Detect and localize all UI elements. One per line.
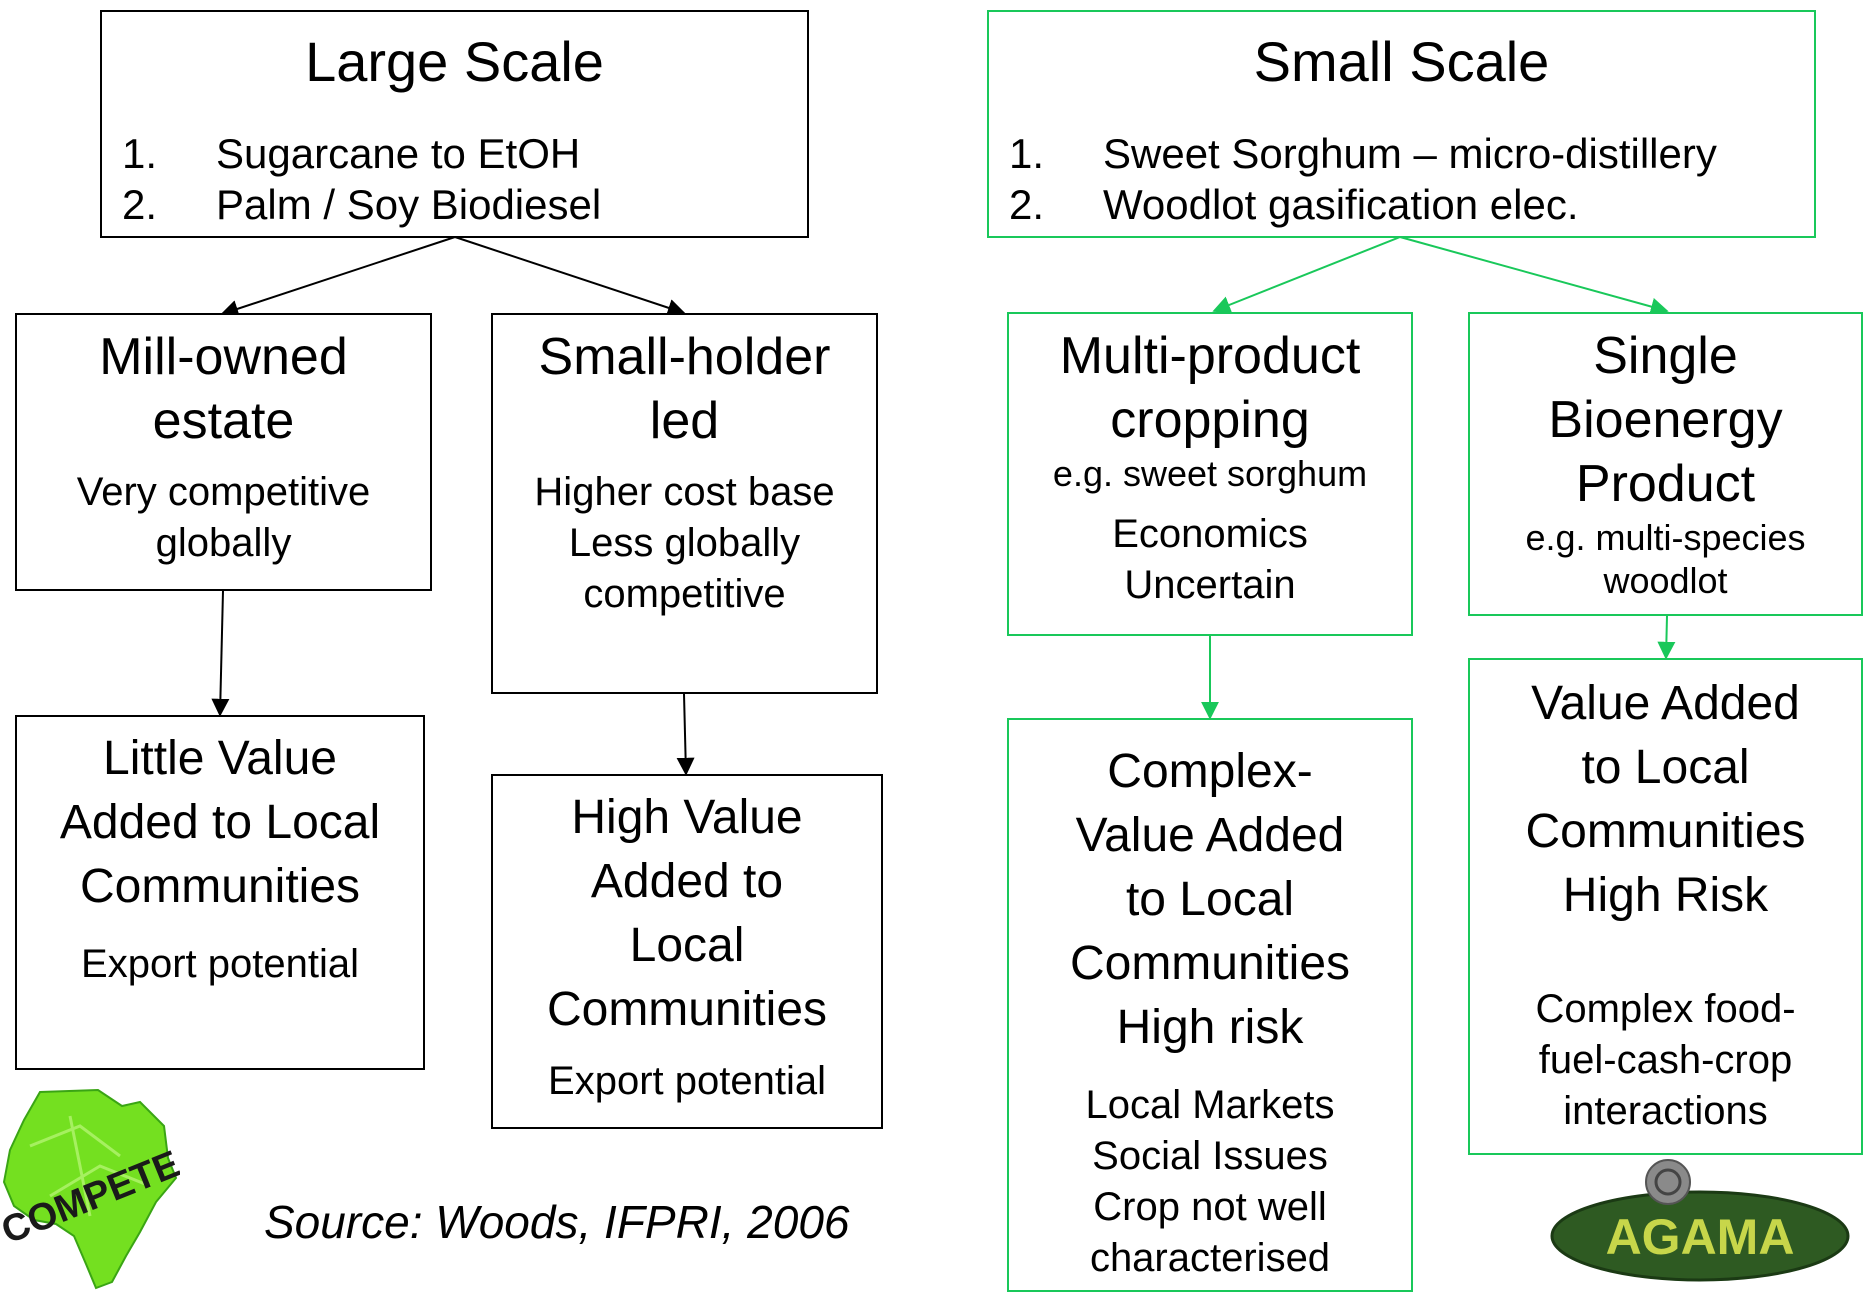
- node-description: Export potential: [81, 942, 359, 986]
- value-added-high-risk-box: Value Added to Local Communities High Ri…: [1468, 658, 1863, 1155]
- node-title: Value Added: [1075, 809, 1345, 862]
- node-title: to Local: [1581, 741, 1750, 794]
- node-title: Multi-product: [1059, 327, 1361, 385]
- large-scale-title: Large Scale: [305, 30, 604, 93]
- node-description: Less globally: [568, 521, 801, 565]
- node-title: High Value: [571, 791, 803, 844]
- node-title: High Risk: [1562, 869, 1769, 922]
- multi-product-cropping-box: Multi-product cropping e.g. sweet sorghu…: [1007, 312, 1413, 636]
- agama-logo-text: AGAMA: [1606, 1209, 1795, 1265]
- node-description: Crop not well: [1093, 1185, 1327, 1229]
- node-title: cropping: [1110, 391, 1310, 449]
- list-item: 2.Palm / Soy Biodiesel: [122, 181, 602, 228]
- node-description: characterised: [1089, 1236, 1331, 1280]
- node-description: Higher cost base: [534, 470, 835, 514]
- node-title: Communities: [546, 983, 828, 1036]
- node-description: Complex food-: [1535, 987, 1796, 1031]
- node-description: Very competitive: [76, 470, 371, 514]
- list-item: 2.Woodlot gasification elec.: [1009, 181, 1579, 228]
- node-title: estate: [152, 392, 295, 450]
- node-title: Small-holder: [538, 328, 831, 386]
- agama-energy-logo: AGAMA: [1540, 1152, 1860, 1297]
- arrow-mill-to-little-value: [211, 590, 230, 717]
- arrow-single-to-value-added: [1657, 615, 1676, 660]
- node-title: to Local: [1125, 873, 1295, 926]
- node-description: competitive: [583, 572, 786, 616]
- large-scale-box: Large Scale 1.Sugarcane to EtOH 2.Palm /…: [100, 10, 809, 238]
- node-title: Local: [629, 919, 745, 972]
- node-title: Communities: [1069, 937, 1351, 990]
- node-example: e.g. sweet sorghum: [1052, 453, 1368, 494]
- node-description: fuel-cash-crop: [1538, 1038, 1793, 1082]
- node-title: Added to: [590, 855, 784, 908]
- node-title: Single: [1593, 327, 1738, 385]
- node-title: Mill-owned: [99, 328, 348, 386]
- node-title: Little Value: [103, 732, 337, 785]
- arrow-smallholder-to-high-value: [676, 693, 695, 776]
- mill-owned-estate-box: Mill-owned estate Very competitive globa…: [15, 313, 432, 591]
- small-scale-box: Small Scale 1.Sweet Sorghum – micro-dist…: [987, 10, 1816, 238]
- small-scale-title: Small Scale: [1253, 30, 1550, 93]
- list-item: 1.Sugarcane to EtOH: [122, 130, 581, 177]
- arrow-large-to-mill: [220, 236, 456, 318]
- source-citation: Source: Woods, IFPRI, 2006: [264, 1196, 850, 1248]
- node-title: Bioenergy: [1548, 391, 1783, 449]
- node-title: Communities: [79, 860, 361, 913]
- node-description: globally: [155, 521, 292, 565]
- africa-map-logo: COMPETE: [0, 1086, 186, 1297]
- node-example: e.g. multi-species: [1525, 517, 1806, 558]
- arrow-small-to-single: [1399, 236, 1669, 316]
- little-value-added-box: Little Value Added to Local Communities …: [15, 715, 425, 1070]
- node-title: Communities: [1525, 805, 1806, 858]
- complex-value-added-box: Complex- Value Added to Local Communitie…: [1007, 718, 1413, 1292]
- node-description: Export potential: [548, 1059, 826, 1103]
- high-value-added-box: High Value Added to Local Communities Ex…: [491, 774, 883, 1129]
- list-item: 1.Sweet Sorghum – micro-distillery: [1009, 130, 1717, 177]
- small-holder-led-box: Small-holder led Higher cost base Less g…: [491, 313, 878, 694]
- node-description: Social Issues: [1092, 1134, 1328, 1178]
- single-bioenergy-product-box: Single Bioenergy Product e.g. multi-spec…: [1468, 312, 1863, 616]
- node-title: High risk: [1116, 1001, 1304, 1054]
- large-scale-list: 1.Sugarcane to EtOH 2.Palm / Soy Biodies…: [122, 128, 601, 230]
- node-description: Local Markets: [1085, 1083, 1335, 1127]
- node-description: Economics: [1112, 512, 1308, 556]
- arrow-large-to-smallholder: [454, 236, 686, 317]
- node-title: Added to Local: [59, 796, 381, 849]
- node-description: Uncertain: [1124, 563, 1296, 607]
- node-title: Complex-: [1107, 745, 1313, 798]
- node-description: interactions: [1563, 1089, 1768, 1133]
- arrow-small-to-multi: [1212, 236, 1401, 314]
- small-scale-list: 1.Sweet Sorghum – micro-distillery 2.Woo…: [1009, 128, 1717, 230]
- node-title: Value Added: [1531, 677, 1800, 730]
- node-title: led: [649, 392, 720, 450]
- node-title: Product: [1575, 455, 1756, 513]
- node-example: woodlot: [1603, 560, 1728, 601]
